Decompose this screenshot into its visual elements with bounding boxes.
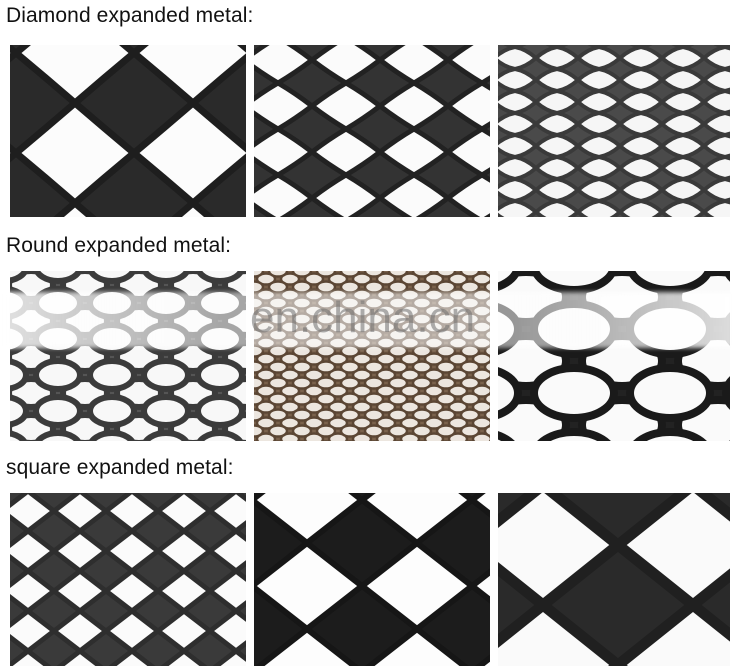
- square-mesh-image-small: [10, 493, 246, 666]
- diamond-mesh-image-small: [498, 45, 730, 217]
- watermark-band: [0, 292, 734, 348]
- diamond-mesh-image-large: [10, 45, 246, 217]
- section-heading-square: square expanded metal:: [6, 456, 234, 479]
- section-heading-diamond: Diamond expanded metal:: [6, 4, 254, 27]
- section-heading-round: Round expanded metal:: [6, 234, 232, 257]
- watermark-text: en.china.cn: [250, 293, 476, 342]
- square-mesh-image-medium: [254, 493, 490, 666]
- square-mesh-image-large: [498, 493, 730, 666]
- diamond-mesh-image-medium: [254, 45, 490, 217]
